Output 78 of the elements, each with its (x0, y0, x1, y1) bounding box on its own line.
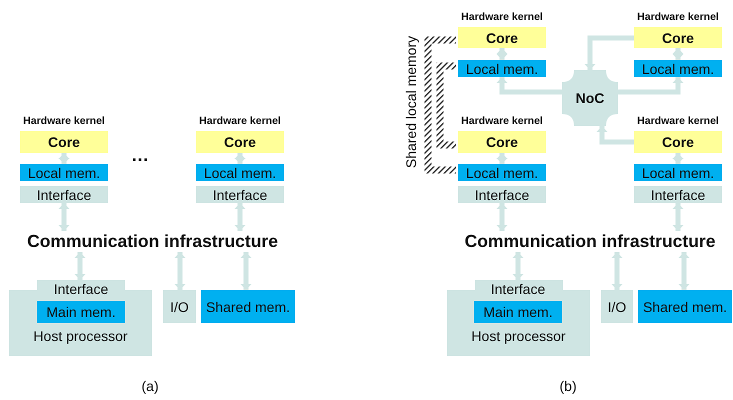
interface-box (20, 186, 108, 203)
interface-box (458, 186, 546, 203)
box-label: Core (662, 134, 694, 150)
host-processor-box (9, 280, 152, 356)
box-label: Interface (474, 186, 530, 202)
double-arrow (496, 48, 508, 60)
kernel-heading: Hardware kernel (636, 11, 720, 23)
box-label: Core (486, 30, 518, 46)
box-label: I/O (170, 298, 189, 314)
box-label: Interface (490, 280, 546, 296)
host-processor-label: Host processor (32, 328, 129, 344)
double-arrow (678, 252, 690, 290)
box-label: Interface (650, 186, 706, 202)
memory-box (634, 60, 722, 77)
memory-box (458, 60, 546, 77)
arrow (584, 36, 634, 70)
memory-box (196, 164, 284, 181)
arrow (496, 77, 562, 94)
box-label: Shared mem. (642, 298, 728, 314)
double-arrow (58, 153, 70, 164)
double-arrow (672, 48, 684, 60)
panel-label: (b) (560, 378, 577, 394)
interface-box (634, 186, 722, 203)
double-arrow (612, 252, 622, 290)
double-arrow (672, 153, 684, 164)
interface-box (196, 186, 284, 203)
kernel-heading: Hardware kernel (636, 115, 720, 127)
host-processor-label: Host processor (470, 328, 567, 344)
interface-box (601, 290, 633, 323)
box-label: Local mem. (204, 164, 276, 180)
memory-box (638, 290, 732, 323)
memory-box (634, 164, 722, 181)
double-arrow (512, 252, 524, 280)
memory-box (201, 290, 295, 323)
double-arrow (240, 252, 252, 290)
double-arrow (74, 252, 86, 280)
interface-box (163, 290, 196, 323)
host-processor-box (447, 280, 590, 356)
double-arrow (58, 203, 70, 231)
box-label: Main mem. (46, 304, 116, 320)
box-label: Interface (36, 186, 92, 202)
kernel-heading: Hardware kernel (22, 115, 106, 127)
box-label: Local mem. (28, 164, 100, 180)
box-label: Core (48, 134, 80, 150)
double-arrow (234, 153, 246, 164)
bracket-label: Shared local memory (403, 36, 420, 168)
ellipsis: … (131, 144, 149, 166)
box-label: Communication infrastructure (27, 231, 278, 252)
box-label: Core (486, 134, 518, 150)
box-label: Interface (54, 280, 108, 296)
noc-octagon (562, 70, 618, 126)
kernel-heading: Hardware kernel (198, 115, 282, 127)
box-label: Local mem. (466, 164, 538, 180)
box-label: Local mem. (642, 60, 714, 76)
kernel-heading: Hardware kernel (460, 11, 544, 23)
double-arrow (496, 203, 508, 231)
box-label: Core (662, 30, 694, 46)
memory-box (458, 164, 546, 181)
box-label: Local mem. (466, 60, 538, 76)
panel-label: (a) (142, 378, 159, 394)
box-label: Main mem. (483, 304, 553, 320)
box-label: Local mem. (642, 164, 714, 180)
double-arrow (496, 153, 508, 164)
box-label: NoC (576, 90, 604, 106)
kernel-heading: Hardware kernel (460, 115, 544, 127)
box-label: Interface (212, 186, 268, 202)
box-label: Shared mem. (206, 298, 290, 314)
box-label: Communication infrastructure (464, 231, 716, 252)
double-arrow (234, 203, 246, 231)
memory-box (20, 164, 108, 181)
memory-box (474, 301, 562, 323)
double-arrow (672, 203, 684, 231)
memory-box (37, 301, 125, 323)
double-arrow (174, 252, 186, 290)
box-label: Core (224, 134, 256, 150)
box-label: I/O (608, 298, 626, 314)
arrow (618, 77, 684, 94)
arrow (596, 126, 634, 144)
